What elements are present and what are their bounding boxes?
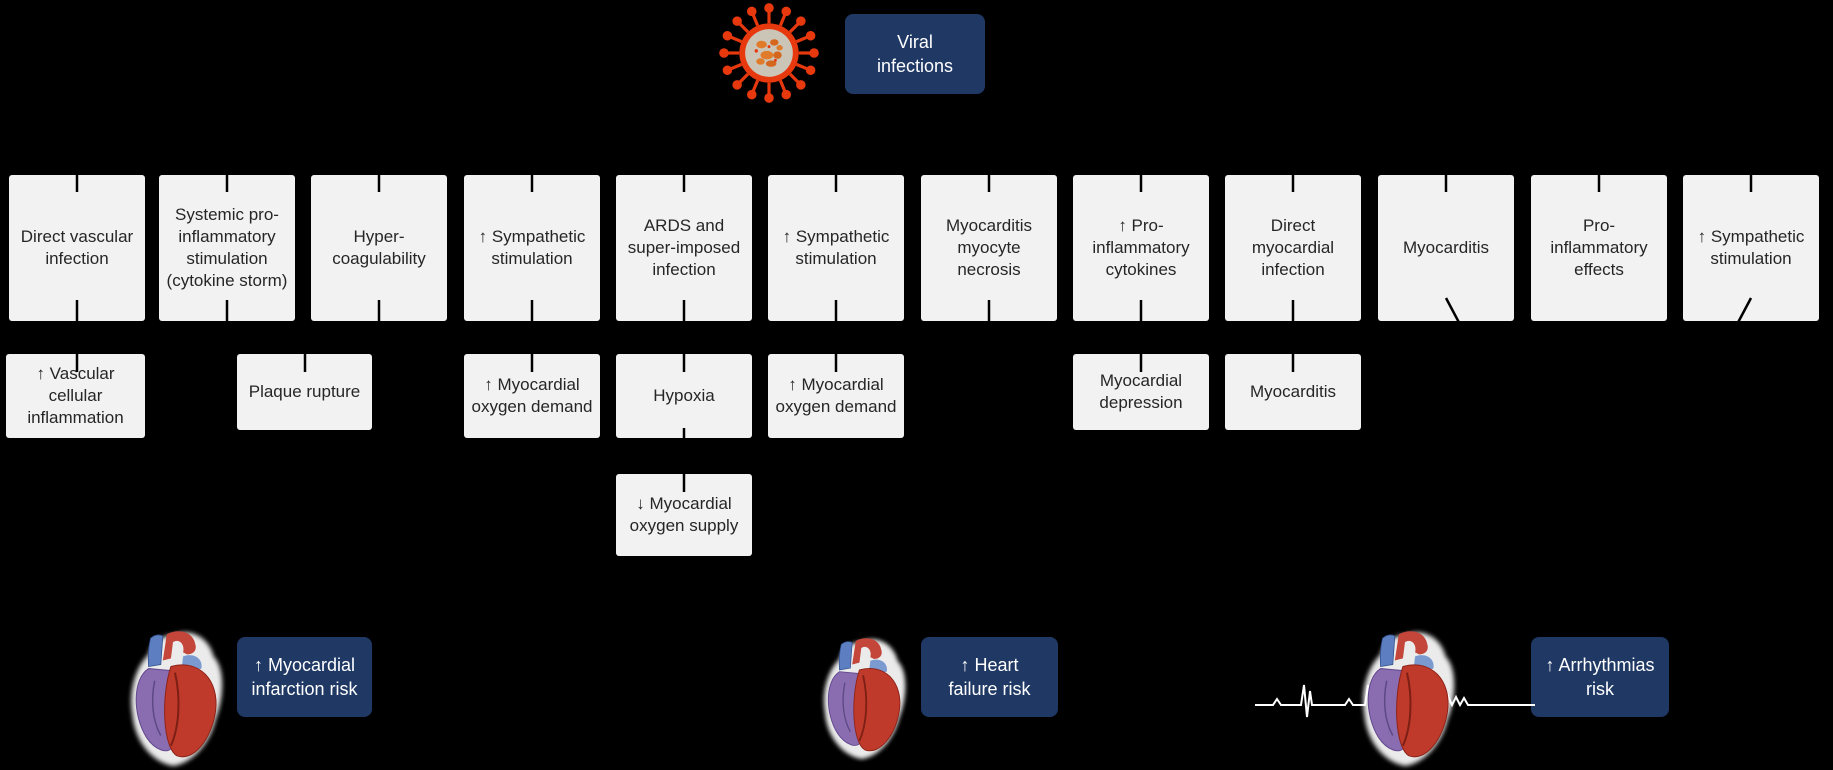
node-myocardial-oxygen-demand-2: ↑ Myocardial oxygen demand — [768, 354, 904, 438]
node-vascular-cellular-inflammation: ↑ Vascular cellular inflammation — [6, 354, 145, 438]
node-hypercoagulability: Hyper-coagulability — [311, 175, 447, 321]
heart-icon — [814, 628, 914, 770]
node-direct-vascular-infection: Direct vascular infection — [9, 175, 145, 321]
node-sympathetic-stimulation-1: ↑ Sympathetic stimulation — [464, 175, 600, 321]
node-myocarditis-b: Myocarditis — [1225, 354, 1361, 430]
node-sympathetic-stimulation-2: ↑ Sympathetic stimulation — [768, 175, 904, 321]
node-myocardial-depression: Myocardial depression — [1073, 354, 1209, 430]
outcome-arrhythmias-risk: ↑ Arrhythmias risk — [1531, 637, 1669, 717]
node-pro-inflammatory-cytokines: ↑ Pro-inflammatory cytokines — [1073, 175, 1209, 321]
node-ards-superimposed-infection: ARDS and super-imposed infection — [616, 175, 752, 321]
node-plaque-rupture: Plaque rupture — [237, 354, 372, 430]
outcome-myocardial-infarction-risk: ↑ Myocardial infarction risk — [237, 637, 372, 717]
node-myocardial-oxygen-demand-1: ↑ Myocardial oxygen demand — [464, 354, 600, 438]
heart-icon — [120, 628, 232, 770]
virus-icon — [717, 3, 821, 105]
node-direct-myocardial-infection: Direct myocardial infection — [1225, 175, 1361, 321]
node-myocarditis-myocyte-necrosis: Myocarditis myocyte necrosis — [921, 175, 1057, 321]
node-sympathetic-stimulation-3: ↑ Sympathetic stimulation — [1683, 175, 1819, 321]
heart-icon — [1352, 628, 1464, 770]
node-myocarditis-a: Myocarditis — [1378, 175, 1514, 321]
outcome-heart-failure-risk: ↑ Heart failure risk — [921, 637, 1058, 717]
node-cytokine-storm: Systemic pro-inflammatory stimulation (c… — [159, 175, 295, 321]
viral-infections-badge: Viral infections — [845, 14, 985, 94]
node-hypoxia: Hypoxia — [616, 354, 752, 438]
node-myocardial-oxygen-supply: ↓ Myocardial oxygen supply — [616, 474, 752, 556]
node-pro-inflammatory-effects: Pro-inflammatory effects — [1531, 175, 1667, 321]
